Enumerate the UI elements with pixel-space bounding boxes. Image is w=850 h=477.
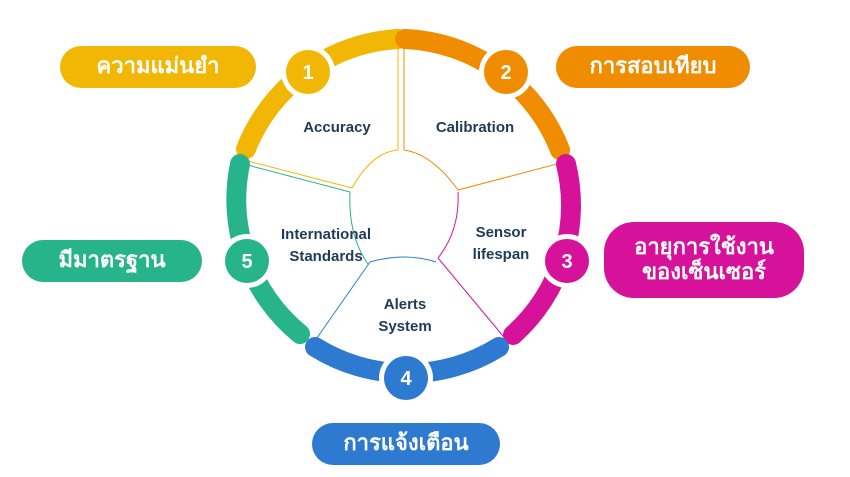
- segment-label-lifespan: lifespan: [473, 246, 530, 263]
- segment-label-calibration: Calibration: [436, 119, 514, 136]
- segment-outline-4: [311, 256, 437, 346]
- segment-label-sensor: Sensor: [476, 224, 527, 241]
- number-badge-1: 1: [281, 45, 335, 99]
- segment-label-standards: Standards: [289, 248, 362, 265]
- tag-alerts-text: การแจ้งเตือน: [343, 431, 469, 457]
- tag-accuracy: ความแม่นยำ: [60, 46, 256, 88]
- tag-alerts: การแจ้งเตือน: [312, 423, 500, 465]
- badge-number-3: 3: [561, 251, 572, 273]
- tag-standards-text: มีมาตรฐาน: [58, 248, 166, 274]
- segment-outline-1: [235, 42, 399, 189]
- tag-sensor-lifespan-line1: อายุการใช้งาน: [634, 234, 774, 260]
- tag-sensor-lifespan: อายุการใช้งาน ของเซ็นเซอร์: [604, 222, 804, 298]
- segment-outline-5: [235, 161, 369, 265]
- number-badge-2: 2: [479, 45, 533, 99]
- tag-standards: มีมาตรฐาน: [22, 240, 202, 282]
- badge-number-5: 5: [241, 251, 252, 273]
- number-badge-4: 4: [379, 351, 433, 405]
- segment-label-international: International: [281, 226, 371, 243]
- badge-number-1: 1: [302, 62, 313, 84]
- tag-calibration-text: การสอบเทียบ: [589, 54, 717, 80]
- badge-number-4: 4: [400, 368, 412, 390]
- tag-sensor-lifespan-line2: ของเซ็นเซอร์: [642, 260, 766, 285]
- tag-accuracy-text: ความแม่นยำ: [96, 54, 220, 80]
- tag-calibration: การสอบเทียบ: [556, 46, 750, 88]
- segment-label-accuracy: Accuracy: [303, 119, 371, 136]
- segment-label-system: System: [378, 318, 431, 335]
- segment-outline-2: [403, 42, 573, 191]
- badge-number-2: 2: [500, 62, 511, 84]
- segment-outline-3: [437, 191, 509, 343]
- number-badge-5: 5: [220, 234, 274, 288]
- segment-label-alerts: Alerts: [384, 296, 427, 313]
- number-badge-3: 3: [540, 234, 594, 288]
